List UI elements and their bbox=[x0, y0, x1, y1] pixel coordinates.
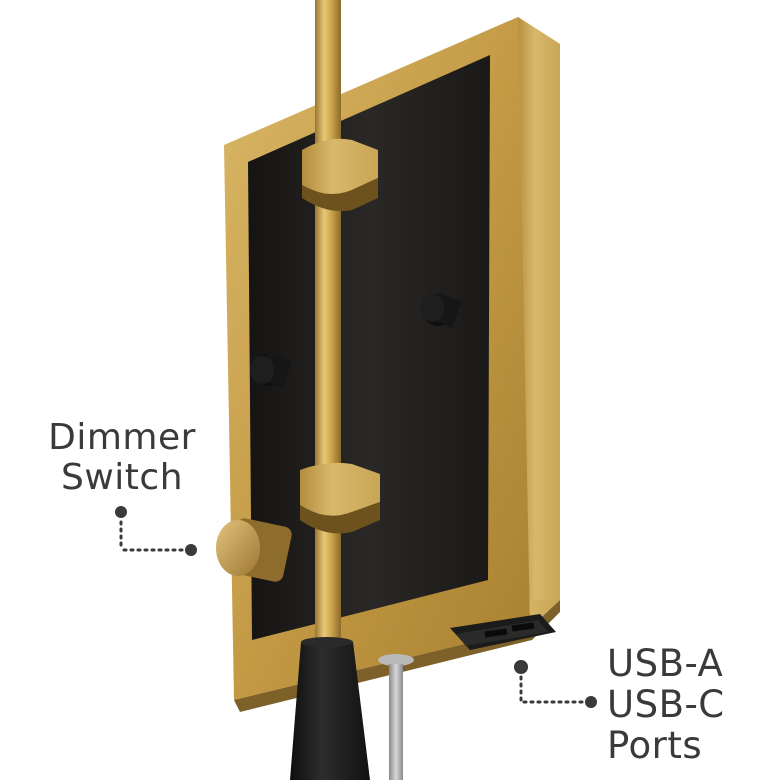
mounting-stud bbox=[250, 352, 293, 388]
lamp-arm-cone bbox=[290, 637, 370, 780]
usb-ports-label: USB-A USB-C Ports bbox=[607, 643, 725, 766]
usb-callout-connector bbox=[515, 661, 597, 708]
usb-label-line-3: Ports bbox=[607, 724, 703, 767]
dimmer-label-line-1: Dimmer bbox=[48, 417, 196, 458]
pull-cord bbox=[378, 654, 414, 780]
mounting-stud bbox=[420, 292, 463, 328]
dimmer-switch-label: Dimmer Switch bbox=[42, 418, 202, 498]
dimmer-knob bbox=[216, 518, 292, 582]
usb-label-line-1: USB-A bbox=[607, 642, 724, 685]
usb-label-line-2: USB-C bbox=[607, 683, 725, 726]
dimmer-label-line-2: Switch bbox=[60, 457, 184, 498]
brass-rod bbox=[315, 0, 341, 660]
dimmer-callout-connector bbox=[115, 506, 197, 556]
rod-clamp-lower bbox=[300, 462, 380, 534]
rod-clamp-upper bbox=[302, 138, 378, 212]
